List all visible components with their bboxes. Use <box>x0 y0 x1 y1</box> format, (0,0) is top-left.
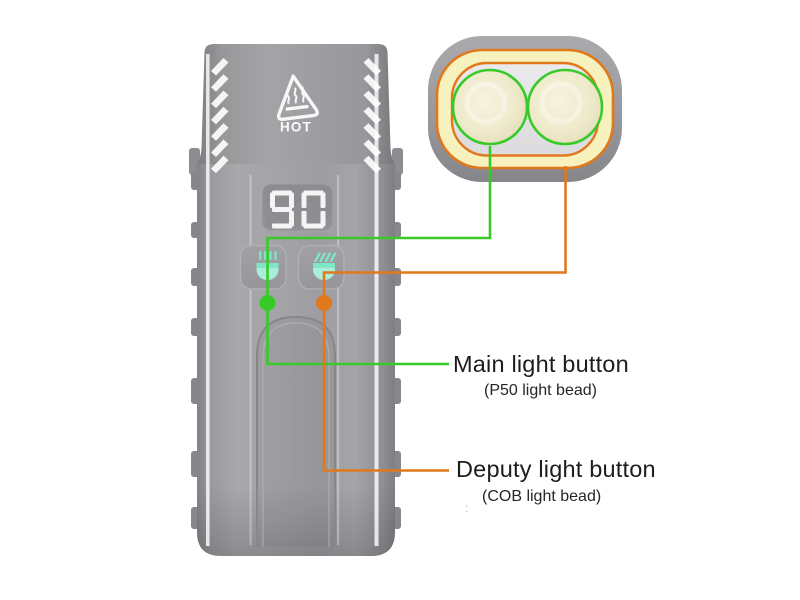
chevron-stripe <box>211 155 229 174</box>
deputy-light-button-sublabel: (COB light bead) <box>482 488 602 505</box>
beam-ray <box>274 251 277 260</box>
display-digit-segment <box>289 192 294 208</box>
display-digit-segment <box>272 190 292 196</box>
deputy-callout-dot <box>316 295 332 311</box>
display-digit-segment <box>301 192 307 208</box>
hot-label: HOT <box>280 120 312 135</box>
inner-right-stripe <box>337 175 340 545</box>
warning-triangle-outline <box>276 74 319 121</box>
left-chevron-stripes <box>211 58 229 174</box>
lamp-dome-top <box>313 263 335 268</box>
main-callout-dot <box>259 295 276 311</box>
beam-ray <box>324 252 332 263</box>
chevron-stripe <box>363 139 381 157</box>
flashlight-front-view: HOT <box>189 44 403 556</box>
beam-ray <box>319 252 327 263</box>
chevron-stripe <box>363 123 381 141</box>
chevron-stripe <box>363 74 381 92</box>
main-lens-highlight <box>451 68 529 146</box>
left-highlight-stripe <box>206 54 210 546</box>
light-head-top-view <box>428 36 622 182</box>
slanted-beam-lamp-icon <box>313 252 337 263</box>
display-digit-segment <box>270 192 275 208</box>
display-digit-segment <box>289 211 294 227</box>
deputy-light-button-label: Deputy light button <box>456 456 656 482</box>
beam-ray <box>269 251 272 260</box>
mount-groove-outer <box>256 315 336 547</box>
mount-groove-inner <box>262 322 330 547</box>
display-panel-inner <box>265 187 330 228</box>
display-digits <box>270 190 326 229</box>
callout-lines <box>259 146 567 472</box>
display-digit-segment <box>303 190 324 196</box>
display-digit-segment <box>301 211 307 227</box>
chevron-stripe <box>211 106 229 125</box>
chevron-stripe <box>211 139 229 157</box>
display-digit-segment <box>320 192 326 208</box>
right-chevron-stripes <box>363 58 381 174</box>
faint-artifact-mark: : <box>465 501 469 515</box>
chevron-stripe <box>211 58 229 76</box>
second-lens-highlight <box>526 68 604 146</box>
chevron-stripe <box>363 58 381 76</box>
steam-line <box>293 87 298 104</box>
deputy-callout-line <box>322 166 567 472</box>
steam-line <box>301 86 305 103</box>
chevron-stripe <box>363 90 381 109</box>
chevron-stripe <box>363 106 381 125</box>
beam-ray <box>329 252 337 263</box>
display-digit-segment <box>320 211 326 227</box>
main-callout-line <box>266 146 492 366</box>
beam-ray <box>313 252 321 263</box>
chevron-stripe <box>211 123 229 141</box>
inner-left-stripe <box>249 175 252 545</box>
beam-ray <box>264 251 267 260</box>
hot-surface-warning-triangle-icon <box>276 74 319 121</box>
lens-glint <box>464 81 508 125</box>
lens-glint <box>539 81 583 125</box>
main-light-button-label: Main light button <box>453 351 629 377</box>
right-highlight-stripe <box>374 54 379 546</box>
main-light-button <box>239 244 287 290</box>
beam-ray <box>259 251 262 260</box>
hot-surface-bar <box>285 104 309 111</box>
steam-line <box>286 88 291 105</box>
chevron-stripe <box>211 74 229 92</box>
display-digit-segment <box>272 207 292 212</box>
main-light-button-sublabel: (P50 light bead) <box>484 382 597 399</box>
display-digit-segment <box>272 223 292 229</box>
battery-display <box>261 183 334 232</box>
chevron-stripe <box>363 155 381 174</box>
display-digit-segment <box>303 223 324 229</box>
chevron-stripe <box>211 90 229 109</box>
deputy-light-button <box>297 244 345 290</box>
